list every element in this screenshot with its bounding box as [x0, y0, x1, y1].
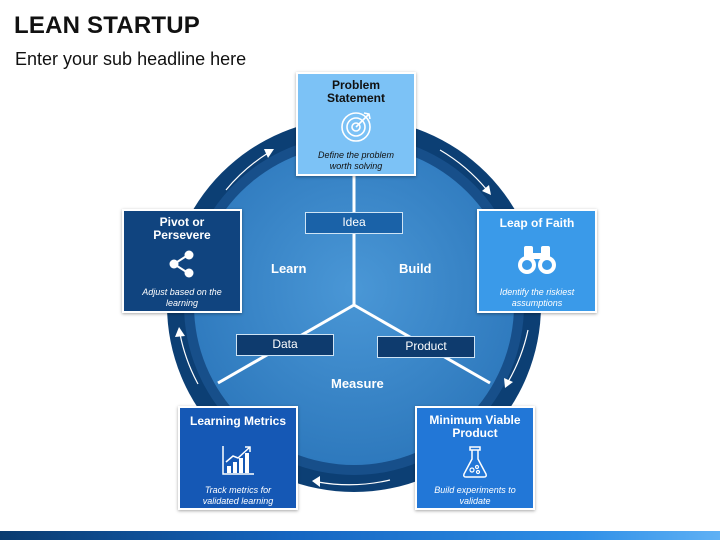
step-title: Minimum Viable Product [429, 413, 521, 440]
flow-arrow-2 [507, 329, 529, 383]
step-problem-statement: Problem Statement Define the problem wor… [296, 72, 416, 176]
step-description: Track metrics for validated learning [202, 485, 274, 506]
step-title: Problem Statement [326, 78, 385, 105]
step-leap-of-faith: Leap of Faith Identify the riskiest assu… [477, 209, 597, 313]
step-title: Leap of Faith [499, 216, 575, 230]
flow-arrow-5 [225, 152, 269, 191]
flow-arrow-3 [317, 479, 391, 486]
page-subtitle: Enter your sub headline here [15, 49, 247, 69]
accent-bar [0, 531, 720, 540]
step-title: Pivot or Persevere [153, 215, 211, 242]
tag-product: Product [377, 336, 475, 358]
growth-chart-icon [180, 444, 296, 476]
step-description: Adjust based on the learning [142, 287, 222, 308]
flow-arrowhead-5 [264, 149, 274, 158]
tag-idea: Idea [305, 212, 403, 234]
binoculars-icon [479, 243, 595, 277]
tag-data: Data [236, 334, 334, 356]
step-minimum-viable-product: Minimum Viable Product Build experiments… [415, 406, 535, 510]
step-title: Learning Metrics [189, 414, 287, 428]
flow-arrowhead-4 [175, 327, 185, 337]
flow-arrowhead-3 [312, 476, 320, 487]
step-pivot-or-persevere: Pivot or Persevere Adjust based on the l… [122, 209, 242, 313]
sector-build-label: Build [399, 261, 432, 276]
sector-measure-label: Measure [331, 376, 384, 391]
share-nodes-icon [124, 249, 240, 279]
step-description: Identify the riskiest assumptions [499, 287, 575, 308]
flow-arrowhead-2 [504, 378, 513, 388]
step-description: Build experiments to validate [434, 485, 516, 506]
page-title: LEAN STARTUP [14, 12, 200, 39]
target-icon [298, 110, 414, 144]
flask-icon [417, 446, 533, 478]
sector-learn-label: Learn [271, 261, 307, 276]
flow-arrow-1 [439, 149, 488, 191]
flow-arrowhead-1 [482, 185, 491, 195]
step-description: Define the problem worth solving [317, 150, 395, 171]
step-learning-metrics: Learning Metrics Track metrics for valid… [178, 406, 298, 510]
